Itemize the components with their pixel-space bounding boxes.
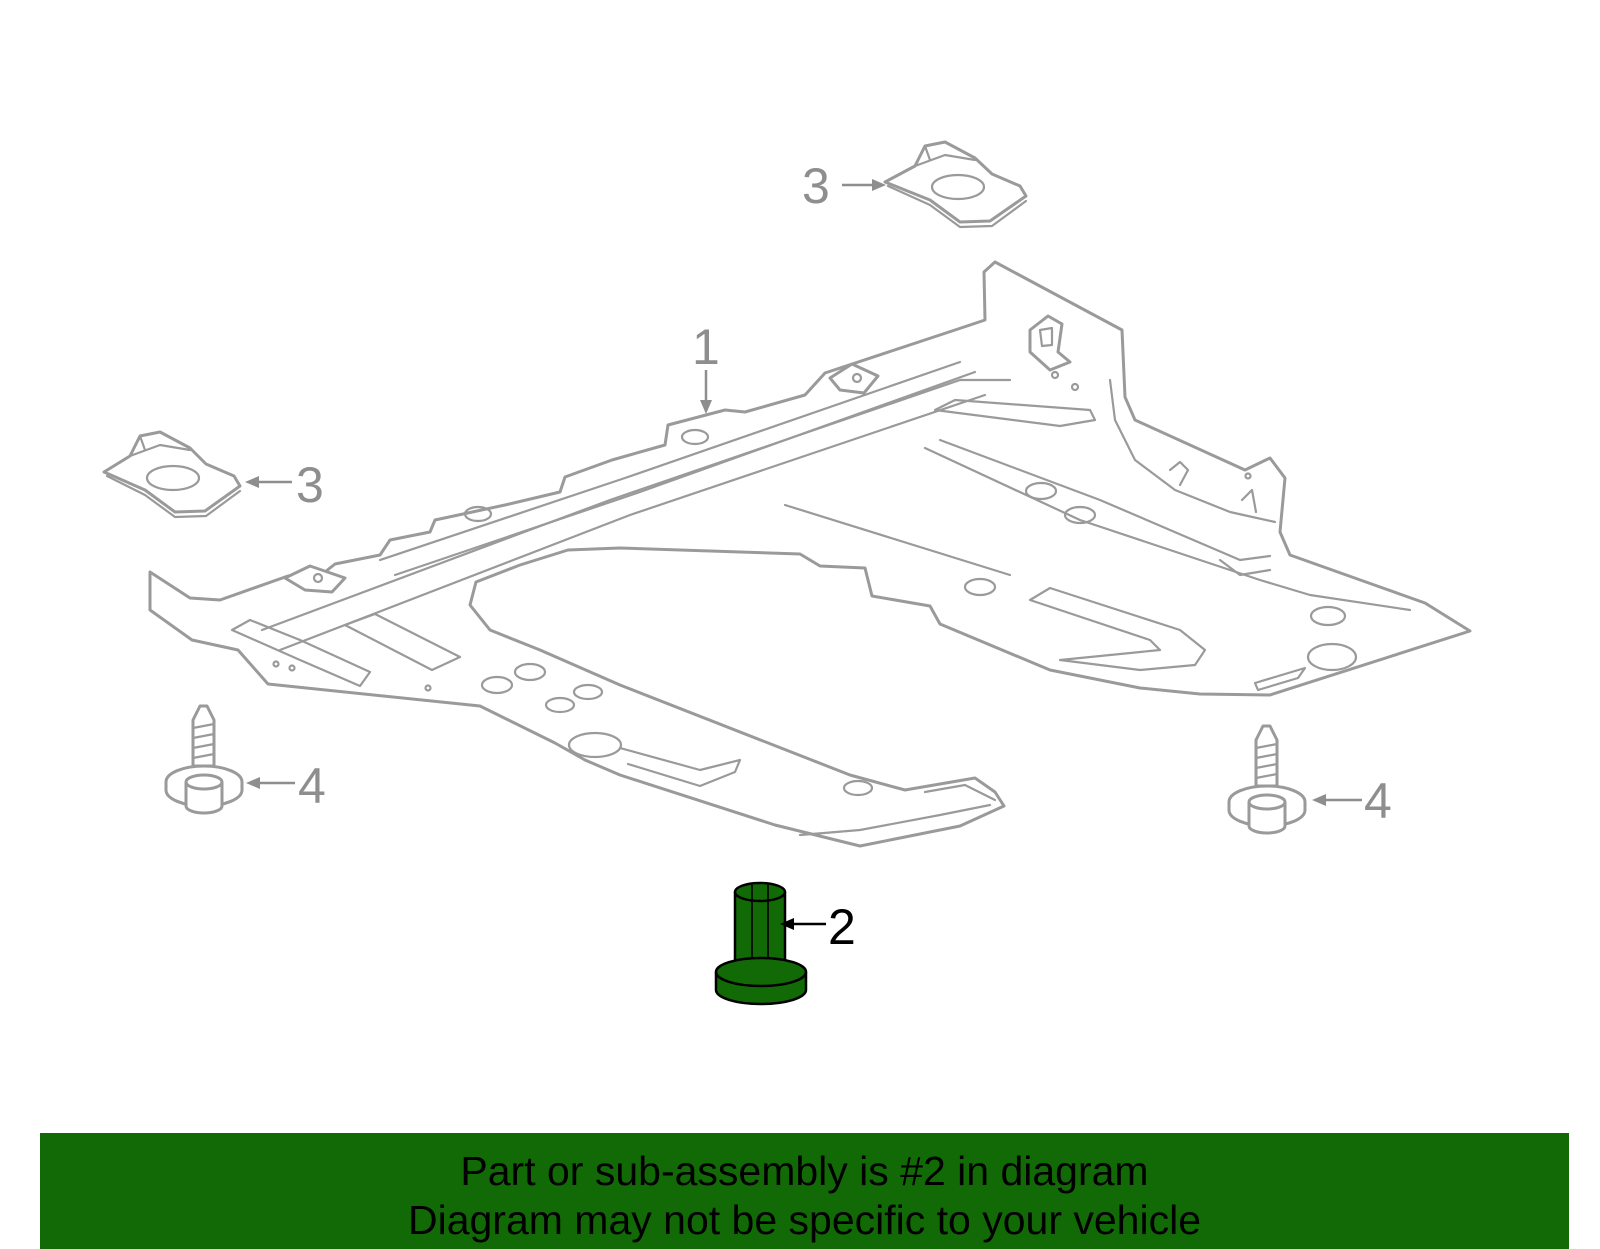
part-3-clip-nut-left[interactable] — [102, 430, 242, 519]
part-4-bolt-left[interactable] — [164, 704, 244, 815]
part-4-bolt-right[interactable] — [1227, 724, 1307, 835]
part-3-clip-nut-top[interactable] — [883, 140, 1028, 229]
callout-2: 2 — [828, 899, 856, 955]
part-2-retainer-highlighted[interactable] — [714, 881, 808, 1006]
notice-banner: Part or sub-assembly is #2 in diagram Di… — [40, 1133, 1569, 1249]
callout-1: 1 — [692, 319, 720, 375]
banner-line-1: Part or sub-assembly is #2 in diagram — [460, 1148, 1149, 1194]
callout-4-left: 4 — [298, 758, 326, 814]
callout-4-right: 4 — [1364, 773, 1392, 829]
callout-3-left: 3 — [296, 457, 324, 513]
part-1-shield-panel[interactable] — [148, 260, 1472, 848]
banner-line-2: Diagram may not be specific to your vehi… — [407, 1197, 1201, 1243]
callout-arrows — [245, 179, 1362, 930]
callout-3-top: 3 — [802, 158, 830, 214]
